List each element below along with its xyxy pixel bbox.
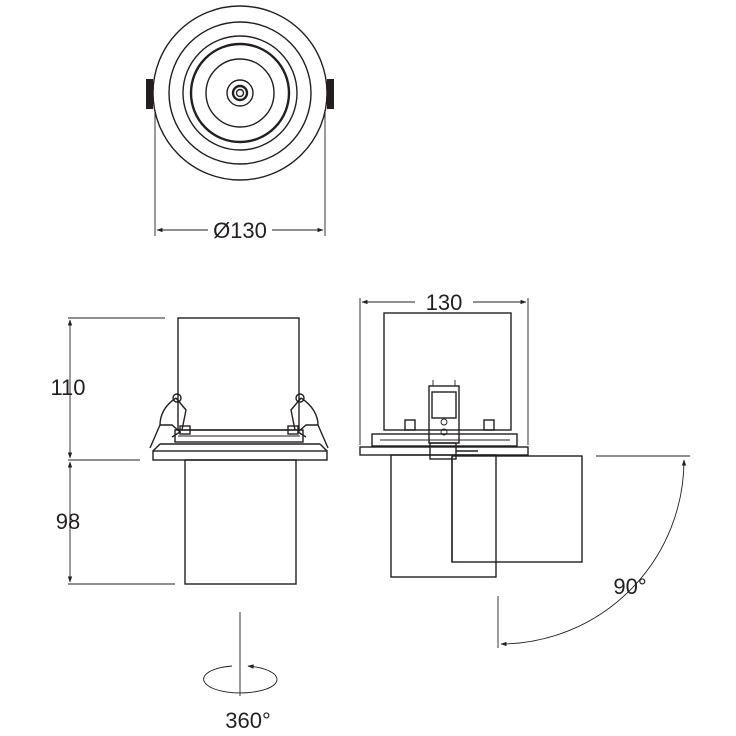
width-label: 130 (426, 290, 463, 315)
front-view: 110 98 360° (50, 317, 329, 733)
top-view-outer-ring (152, 5, 328, 181)
top-view-reflector-inner (205, 58, 275, 128)
side-view-lower-body (390, 454, 497, 578)
rotation-arrow (203, 664, 278, 694)
top-view-inner-ring (168, 21, 312, 165)
front-view-trim-flange (152, 450, 328, 461)
top-view-lens (231, 84, 249, 102)
top-view-led (235, 88, 245, 98)
side-view-mounting-plate (371, 433, 518, 447)
top-view-reflector-outer (189, 42, 291, 144)
front-view-lower-body (184, 459, 297, 585)
top-view-bezel (182, 35, 298, 151)
tilt-arc (500, 459, 687, 647)
front-view-spring-left (159, 397, 182, 438)
top-view-lens-ring (226, 79, 254, 107)
rotation-label: 360° (225, 708, 271, 733)
tilt-angle-label: 90° (613, 574, 646, 599)
side-view-tilted-body (451, 455, 583, 563)
front-view-upper-housing (177, 317, 300, 431)
body-height-label: 98 (56, 509, 80, 534)
top-view: Ø130 (146, 5, 334, 243)
front-view-spring-right (296, 397, 319, 438)
top-view-clip-right (327, 79, 334, 109)
side-view-upper-housing (383, 312, 512, 431)
side-view: 130 90° (359, 290, 690, 648)
side-view-trim-flange (359, 446, 529, 456)
front-view-mounting-plate (174, 429, 304, 443)
top-view-clip-left (146, 79, 153, 109)
diameter-label: Ø130 (213, 218, 267, 243)
trim-height-label: 110 (50, 375, 85, 400)
